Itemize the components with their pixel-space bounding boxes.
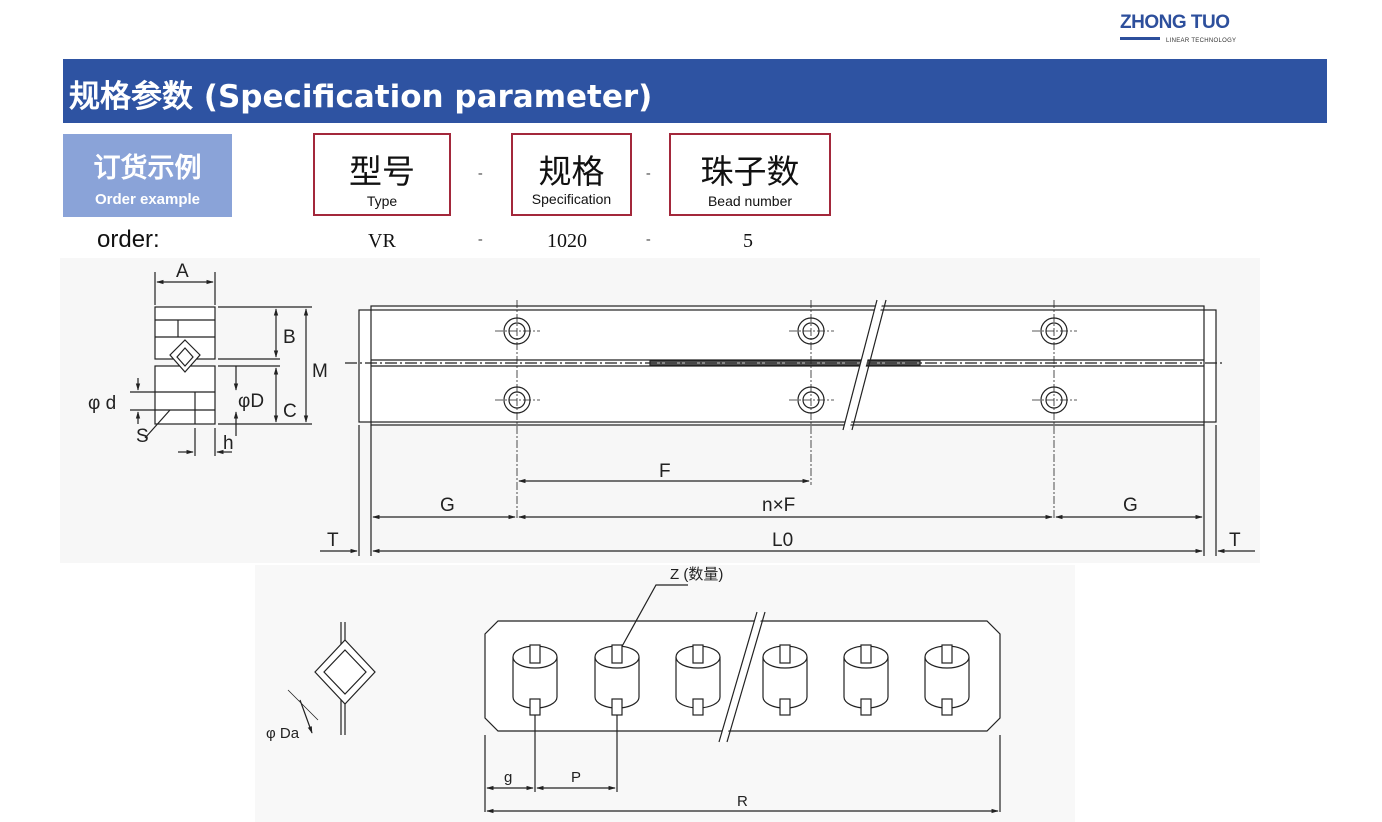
order-example-label-zh: 订货示例	[93, 153, 202, 184]
logo-tagline: LINEAR TECHNOLOGY	[1166, 38, 1237, 44]
label-G-right: G	[1123, 495, 1138, 516]
label-nF: n×F	[762, 495, 795, 516]
order-spec-value: 1020	[547, 230, 587, 252]
rail-front-view	[320, 299, 1255, 556]
header-banner: 规格参数 (Specification parameter)	[63, 59, 1327, 123]
roller	[924, 644, 970, 716]
company-logo: ZHONG TUO LINEAR TECHNOLOGY	[1120, 6, 1250, 52]
order-example-label-en: Order example	[94, 191, 201, 208]
logo-brand: ZHONG TUO	[1120, 12, 1230, 33]
roller-side-detail	[287, 622, 376, 735]
label-L0: L0	[772, 530, 793, 551]
order-label: order:	[97, 226, 160, 253]
label-P: P	[571, 769, 581, 786]
label-F: F	[659, 461, 671, 482]
label-phi-D: φD	[238, 391, 264, 412]
logo-underline	[1120, 37, 1160, 40]
beads-label-zh: 珠子数	[700, 152, 800, 191]
separator-1: -	[478, 166, 483, 181]
label-R: R	[737, 793, 748, 810]
order-type-value: VR	[368, 230, 396, 252]
label-g: g	[504, 769, 512, 786]
type-label-en: Type	[366, 193, 398, 209]
separator-2: -	[646, 166, 651, 181]
type-field-box: 型号 Type	[313, 133, 451, 216]
dimension-labels: A B M C φ d φD S h F G n×F G T L0 T Z (数…	[88, 261, 1241, 810]
roller	[512, 644, 558, 716]
beads-field-box: 珠子数 Bead number	[669, 133, 831, 216]
label-phi-d: φ d	[88, 393, 116, 414]
label-C: C	[283, 401, 297, 422]
label-A: A	[176, 261, 189, 282]
order-separator-1: -	[478, 232, 483, 247]
spec-label-zh: 规格	[538, 152, 605, 191]
spec-field-box: 规格 Specification	[511, 133, 632, 216]
cage-rollers	[512, 644, 970, 716]
type-label-zh: 型号	[349, 152, 415, 191]
label-T-right: T	[1229, 530, 1241, 551]
order-separator-2: -	[646, 232, 651, 247]
label-G-left: G	[440, 495, 455, 516]
label-S: S	[136, 426, 149, 447]
label-phi-Da: φ Da	[266, 725, 300, 742]
label-Z: Z (数量)	[670, 566, 723, 583]
roller	[762, 644, 808, 716]
roller	[675, 644, 721, 716]
label-T-left: T	[327, 530, 339, 551]
label-B: B	[283, 327, 296, 348]
order-example-tag: 订货示例 Order example	[63, 134, 232, 217]
page-title: 规格参数 (Specification parameter)	[69, 79, 653, 115]
roller	[594, 644, 640, 716]
spec-label-en: Specification	[531, 191, 612, 207]
label-h: h	[223, 433, 234, 454]
label-M: M	[312, 361, 328, 382]
order-beads-value: 5	[743, 230, 753, 252]
side-section-view	[130, 272, 312, 456]
roller	[843, 644, 889, 716]
beads-label-en: Bead number	[707, 193, 793, 209]
